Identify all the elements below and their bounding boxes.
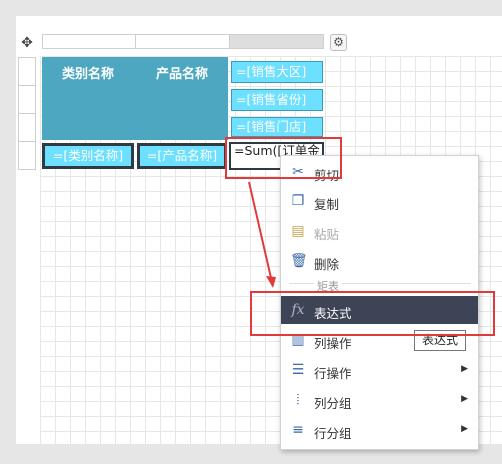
- move-icon[interactable]: ✥: [21, 35, 33, 51]
- menu-item-paste: ▤ 粘贴: [291, 223, 340, 242]
- menu-item-cut[interactable]: ✂ 剪切: [281, 158, 478, 186]
- column-header-3[interactable]: [229, 34, 324, 49]
- copy-icon: ❐: [291, 193, 305, 209]
- sum-expression-line1: =Sum([订单金: [234, 143, 320, 158]
- menu-item-column-ops[interactable]: ▥ 列操作: [291, 332, 352, 351]
- row-icon: ☰: [291, 362, 305, 378]
- chevron-right-icon: ▶: [461, 424, 468, 434]
- column-icon: ▥: [291, 332, 305, 348]
- gear-icon[interactable]: ⚙: [330, 34, 347, 51]
- chevron-right-icon: ▶: [461, 364, 468, 374]
- trash-icon: 🗑: [290, 253, 308, 269]
- menu-group-label: 矩表: [314, 278, 342, 294]
- menu-separator: [289, 283, 471, 284]
- menu-item-copy[interactable]: ❐ 复制: [291, 193, 340, 212]
- row-header-4[interactable]: [18, 141, 36, 170]
- cell-sales-store[interactable]: =[销售门店]: [231, 117, 323, 137]
- header-category: 类别名称: [62, 67, 115, 82]
- scissors-icon: ✂: [292, 164, 304, 180]
- highlight-box-sum-cell: [225, 137, 342, 179]
- menu-item-delete[interactable]: 🗑 删除: [290, 253, 340, 272]
- highlight-box-expression: [250, 291, 495, 336]
- chevron-right-icon: ▶: [461, 394, 468, 404]
- cell-product-name[interactable]: =[产品名称]: [137, 143, 227, 169]
- menu-item-row-ops[interactable]: ☰ 行操作 ▶: [291, 362, 468, 381]
- menu-item-expression[interactable]: fx 表达式: [281, 296, 478, 324]
- column-group-icon: ⦙: [296, 392, 300, 408]
- cell-category-name[interactable]: =[类别名称]: [42, 143, 134, 169]
- menu-item-row-group[interactable]: ≡ 行分组 ▶: [281, 416, 478, 444]
- cell-sales-region[interactable]: =[销售大区]: [231, 61, 323, 83]
- menu-item-column-group[interactable]: ⦙ 列分组 ▶: [281, 386, 478, 414]
- header-product: 产品名称: [156, 67, 209, 82]
- fx-icon: fx: [291, 302, 305, 318]
- matrix-header-block[interactable]: [42, 57, 228, 140]
- context-menu: ✂ 剪切 ❐ 复制 ▤ 粘贴 🗑 删除 矩表 fx 表达式 ▥ 列操作 ☰ 行操…: [280, 155, 479, 450]
- cell-sales-province[interactable]: =[销售省份]: [231, 89, 323, 111]
- paste-icon: ▤: [291, 223, 305, 239]
- row-group-icon: ≡: [292, 422, 304, 438]
